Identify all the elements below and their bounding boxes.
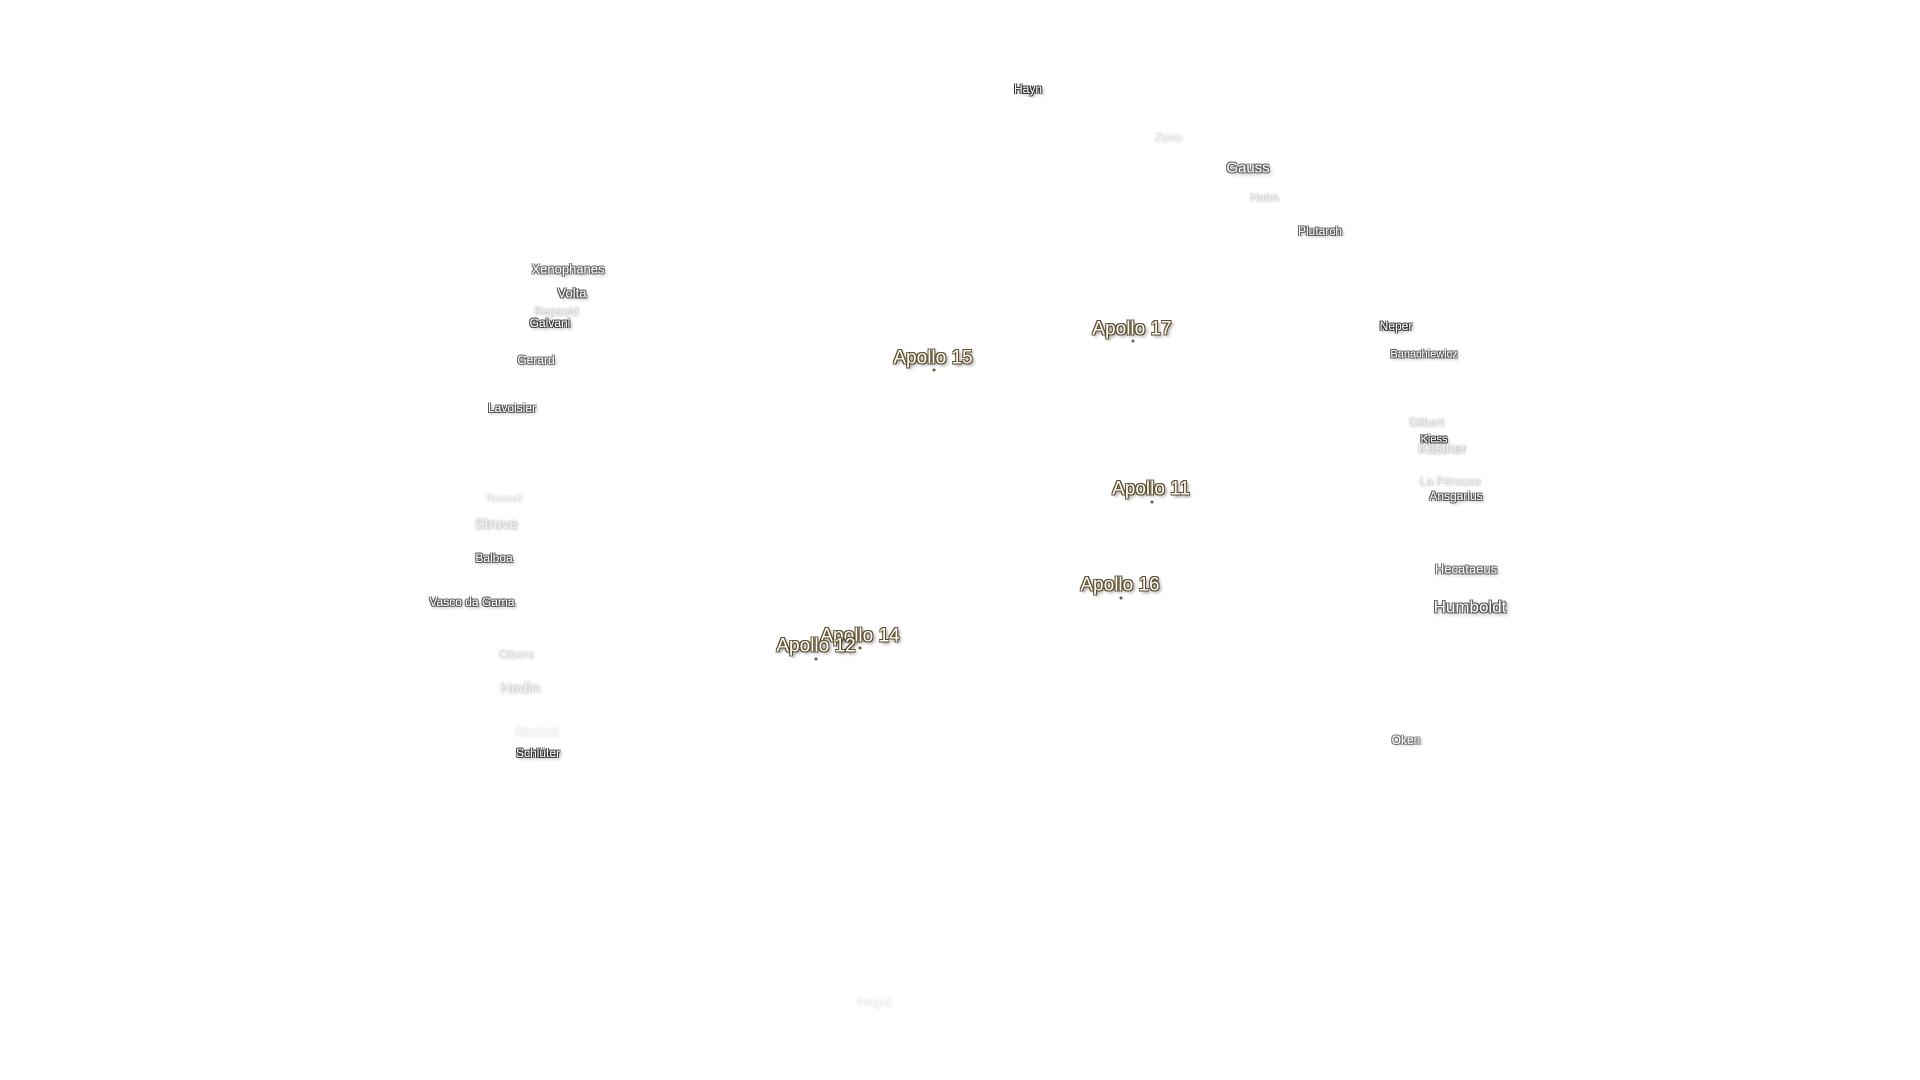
crater-label-hedin[interactable]: Hedin (500, 679, 540, 697)
crater-label-riccioli[interactable]: Riccioli (513, 723, 559, 739)
crater-label-la-perouse[interactable]: La Pérouse (1419, 474, 1481, 488)
crater-label-hahn[interactable]: Hahn (1249, 190, 1279, 204)
crater-label-hayn[interactable]: Hayn (1013, 82, 1043, 96)
crater-label-schluter[interactable]: Schlüter (515, 746, 561, 760)
crater-label-zeno[interactable]: Zeno (1154, 130, 1182, 144)
apollo-17-site-marker[interactable] (1131, 339, 1135, 343)
crater-label-plutarch[interactable]: Plutarch (1297, 224, 1343, 238)
crater-label-balboa[interactable]: Balboa (475, 551, 513, 565)
apollo-15-site-marker[interactable] (932, 368, 936, 372)
crater-label-vasco-da-gama[interactable]: Vasco da Gama (429, 595, 515, 609)
crater-label-banachiewicz[interactable]: Banachiewicz (1390, 348, 1458, 361)
apollo-12-label[interactable]: Apollo 12 (776, 635, 856, 657)
apollo-17-label[interactable]: Apollo 17 (1092, 318, 1172, 340)
crater-label-xenophanes[interactable]: Xenophanes (531, 261, 605, 277)
apollo-14-site-marker[interactable] (858, 646, 862, 650)
crater-label-russell[interactable]: Russell (485, 492, 523, 505)
apollo-11-label[interactable]: Apollo 11 (1112, 478, 1190, 500)
crater-label-neper[interactable]: Neper (1379, 319, 1413, 333)
crater-label-ansgarius[interactable]: Ansgarius (1429, 489, 1483, 503)
apollo-16-site-marker[interactable] (1119, 596, 1123, 600)
apollo-12-site-marker[interactable] (814, 657, 818, 661)
crater-label-humboldt[interactable]: Humboldt (1433, 597, 1507, 617)
apollo-16-label[interactable]: Apollo 16 (1080, 574, 1160, 596)
crater-label-pingre[interactable]: Pingré (856, 995, 892, 1009)
crater-label-kastner[interactable]: Kästner (1417, 440, 1467, 456)
crater-label-hecataeus[interactable]: Hecataeus (1434, 561, 1498, 577)
crater-label-repsold[interactable]: Repsold (533, 304, 579, 318)
crater-label-struve[interactable]: Struve (474, 515, 518, 533)
crater-label-oken[interactable]: Oken (1391, 733, 1421, 747)
crater-label-kiess[interactable]: Kiess (1420, 433, 1448, 446)
apollo-14-label[interactable]: Apollo 14 (820, 625, 900, 647)
crater-label-gerard[interactable]: Gerard (517, 353, 555, 367)
crater-label-gauss[interactable]: Gauss (1226, 159, 1270, 177)
crater-label-galvani[interactable]: Galvani (529, 316, 571, 330)
crater-label-volta[interactable]: Volta (557, 285, 587, 301)
crater-label-gilbert[interactable]: Gilbert (1408, 415, 1444, 429)
apollo-11-site-marker[interactable] (1150, 500, 1154, 504)
apollo-15-label[interactable]: Apollo 15 (893, 347, 973, 369)
crater-label-lavoisier[interactable]: Lavoisier (487, 401, 537, 415)
crater-label-olbers[interactable]: Olbers (498, 647, 534, 661)
